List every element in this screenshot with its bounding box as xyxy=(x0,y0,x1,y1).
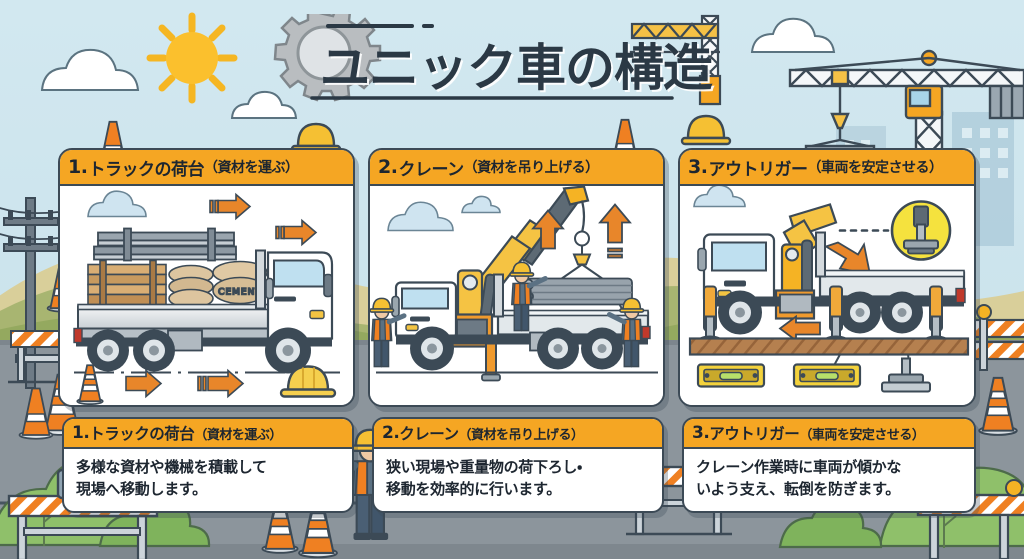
left-arrow-icon xyxy=(778,314,821,343)
construction-worker-icon xyxy=(370,297,407,368)
cement-bag-label: CEMENT xyxy=(218,288,262,298)
caption-3-line2: いよう支え、転倒を防ぎます。 xyxy=(696,479,901,498)
caption-3[interactable]: 3. アウトリガー （車両を安定させる） クレーン作業時に車両が傾かな いよう支… xyxy=(682,417,976,513)
outrigger-pad-detail xyxy=(890,200,952,261)
sun-icon xyxy=(146,12,238,104)
card-1-illustration: CEMENT xyxy=(60,186,353,405)
wheel xyxy=(718,290,923,335)
caption-2-paren: （資材を吊り上げる） xyxy=(458,427,585,443)
lift-arrow-icon xyxy=(531,203,632,259)
caption-1-body: 多様な資材や機械を積載して 現場へ移動します。 xyxy=(64,449,352,507)
traffic-cone-icon xyxy=(76,364,104,405)
cloud-icon xyxy=(87,190,147,218)
caption-3-body: クレーン作業時に車両が傾かな いよう支え、転倒を防ぎます。 xyxy=(684,449,974,507)
caption-3-line1: クレーン作業時に車両が傾かな xyxy=(696,458,902,476)
caption-1-line1: 多様な資材や機械を積載して xyxy=(76,458,267,476)
caption-2-line1: 狭い現場や重量物の荷下ろし・ xyxy=(386,458,582,476)
motion-arrow-icon xyxy=(125,368,245,399)
caption-3-number: 3. xyxy=(692,423,710,443)
card-2-header: 2. クレーン （資材を吊り上げる） xyxy=(370,150,663,186)
road-barricade-icon xyxy=(972,304,1024,371)
card-3[interactable]: 3. アウトリガー （車両を安定させる） xyxy=(678,148,976,407)
card-1-paren: （資材を運ぶ） xyxy=(203,160,299,176)
page-title: ユニック車の構造 xyxy=(320,39,713,97)
caption-1-title: トラックの荷台 xyxy=(89,425,195,443)
caption-1-line2: 現場へ移動します。 xyxy=(76,479,207,498)
caption-1-paren: （資材を運ぶ） xyxy=(194,427,282,443)
motion-arrow-icon xyxy=(209,192,318,247)
wheel xyxy=(410,326,623,371)
caption-1-header: 1. トラックの荷台 （資材を運ぶ） xyxy=(64,419,352,449)
caption-3-header: 3. アウトリガー （車両を安定させる） xyxy=(684,419,974,449)
construction-worker-icon xyxy=(606,297,645,368)
card-2-title: クレーン xyxy=(398,159,464,180)
cloud-icon xyxy=(387,195,501,232)
caption-3-title: アウトリガー xyxy=(709,425,800,443)
caption-2-body: 狭い現場や重量物の荷下ろし・ 移動を効率的に行います。 xyxy=(374,449,662,507)
card-1-title: トラックの荷台 xyxy=(88,159,204,180)
steel-beam-cargo xyxy=(93,227,237,262)
card-3-header: 3. アウトリガー （車両を安定させる） xyxy=(680,150,974,186)
card-1[interactable]: 1. トラックの荷台 （資材を運ぶ） xyxy=(58,148,355,407)
card-2-illustration xyxy=(370,186,663,405)
card-2-number: 2. xyxy=(378,156,398,178)
card-3-illustration xyxy=(680,186,974,405)
spirit-level-icon xyxy=(696,363,862,388)
card-2-paren: （資材を吊り上げる） xyxy=(463,160,600,176)
hard-hat-icon xyxy=(279,365,337,398)
card-3-paren: （車両を安定させる） xyxy=(807,160,943,176)
lumber-cargo xyxy=(87,259,167,310)
gear-icon xyxy=(273,14,382,102)
card-3-number: 3. xyxy=(688,156,708,178)
mini-crane-icon xyxy=(628,14,722,106)
card-1-number: 1. xyxy=(68,156,88,178)
cloud-icon xyxy=(693,186,746,208)
caption-2-line2: 移動を効率的に行います。 xyxy=(386,479,561,498)
caption-1[interactable]: 1. トラックの荷台 （資材を運ぶ） 多様な資材や機械を積載して 現場へ移動しま… xyxy=(62,417,354,513)
construction-worker-icon xyxy=(509,261,548,332)
caption-2-title: クレーン xyxy=(399,425,459,443)
wheel xyxy=(87,327,311,374)
page-title-banner: ユニック車の構造 xyxy=(272,14,742,106)
card-2[interactable]: 2. クレーン （資材を吊り上げる） xyxy=(368,148,665,407)
caption-3-paren: （車両を安定させる） xyxy=(799,427,925,443)
caption-2-header: 2. クレーン （資材を吊り上げる） xyxy=(374,419,662,449)
cement-bag-cargo: CEMENT xyxy=(168,260,268,309)
outrigger-pad-icon xyxy=(881,357,931,393)
caption-2-number: 2. xyxy=(382,423,400,443)
caption-1-number: 1. xyxy=(72,423,90,443)
card-1-header: 1. トラックの荷台 （資材を運ぶ） xyxy=(60,150,353,186)
caption-2[interactable]: 2. クレーン （資材を吊り上げる） 狭い現場や重量物の荷下ろし・ 移動を効率的… xyxy=(372,417,664,513)
card-3-title: アウトリガー xyxy=(708,159,808,180)
